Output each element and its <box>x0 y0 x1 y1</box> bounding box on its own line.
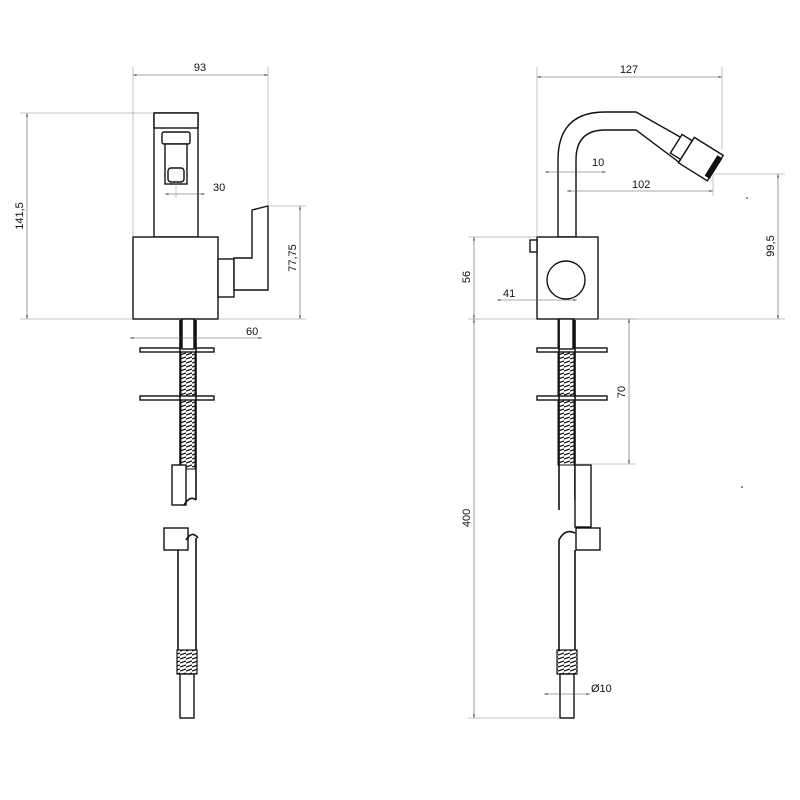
side-body-button <box>529 239 538 253</box>
drawing-speck-2 <box>741 486 743 488</box>
front-washer-top <box>139 347 215 353</box>
dim-label-handle-height: 77,75 <box>287 244 299 272</box>
front-hose-cut-lower <box>185 533 199 541</box>
front-washer-bottom <box>139 395 215 401</box>
front-hose-cut <box>183 497 197 506</box>
dim-label-width: 93 <box>194 62 206 74</box>
side-aerator-tip <box>704 155 723 179</box>
side-hose-cut <box>558 530 576 541</box>
front-lever-hub <box>217 258 235 298</box>
dim-label-body-height: 56 <box>461 271 473 283</box>
dim-label-reach: 127 <box>620 64 638 76</box>
side-hose-end <box>559 673 575 719</box>
side-lever-hub <box>546 260 586 300</box>
front-body-block <box>132 236 219 320</box>
dim-label-body-depth: 41 <box>503 288 515 300</box>
dim-label-hose-diameter: Ø10 <box>591 683 612 695</box>
side-spout <box>557 111 697 238</box>
drawing-speck-1 <box>746 197 748 199</box>
dim-label-washer-spacing: 70 <box>616 386 628 398</box>
front-lever-handle <box>233 205 269 291</box>
front-spout-top-band <box>153 112 199 129</box>
side-hose-ferrule <box>556 649 578 675</box>
front-hose-clip <box>163 527 189 551</box>
dim-label-hose-length: 400 <box>461 509 473 527</box>
front-aerator-tip <box>167 167 185 183</box>
front-hose-lower <box>177 538 197 650</box>
front-hose-end <box>179 673 195 719</box>
dim-label-spout-offset-side: 10 <box>592 157 604 169</box>
side-nut <box>558 318 574 350</box>
side-hose-fitting-upper <box>574 464 592 528</box>
dim-label-shank: 60 <box>246 326 258 338</box>
front-hose-fitting-upper <box>171 464 187 506</box>
side-view: 127 10 102 99,5 56 41 70 400 Ø10 <box>461 64 785 719</box>
side-hose-clip <box>575 527 601 551</box>
front-nut <box>181 318 195 350</box>
front-aerator-collar <box>161 131 191 145</box>
side-washer-bottom <box>536 395 608 401</box>
front-hose-rear <box>179 320 197 500</box>
front-hose-ferrule <box>176 649 198 675</box>
dim-label-spout-height: 99,5 <box>765 235 777 256</box>
dim-label-height: 141,5 <box>14 202 26 230</box>
dim-label-spout-projection: 102 <box>632 179 650 191</box>
side-hose-lower <box>558 540 576 650</box>
front-view: 93 141,5 30 77,75 60 <box>14 62 306 719</box>
dim-label-spout-offset: 30 <box>213 182 225 194</box>
